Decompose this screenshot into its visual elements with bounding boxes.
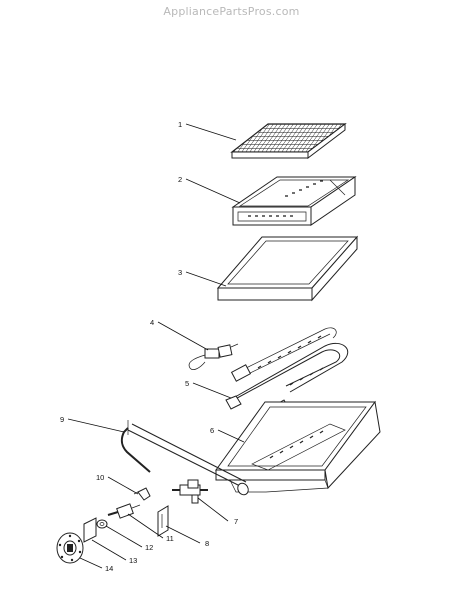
callout-12: 12 <box>145 543 153 552</box>
part-10-elbow <box>133 487 151 501</box>
callout-6: 6 <box>210 426 214 435</box>
part-14-knob <box>56 532 84 564</box>
part-13-plate <box>83 517 97 543</box>
leader-lines <box>67 123 245 569</box>
callout-3: 3 <box>178 268 182 277</box>
callout-1: 1 <box>178 120 182 129</box>
part-7-valve <box>172 479 208 504</box>
callout-5: 5 <box>185 379 189 388</box>
callout-10: 10 <box>96 473 104 482</box>
part-1-grill-grate <box>230 122 347 160</box>
part-4-electrode <box>188 343 239 370</box>
part-11-valve-stem <box>107 503 141 519</box>
callout-2: 2 <box>178 175 182 184</box>
part-6-burner-pan <box>215 400 381 493</box>
callout-9: 9 <box>60 415 64 424</box>
watermark: AppliancePartsPros.com <box>163 5 300 18</box>
callout-7: 7 <box>234 517 238 526</box>
callout-14: 14 <box>105 564 113 573</box>
part-12-washer <box>96 519 108 529</box>
part-3-griddle-plate <box>216 235 359 302</box>
gas-tube <box>127 420 249 496</box>
callout-4: 4 <box>150 318 154 327</box>
part-5-burner <box>225 327 349 413</box>
part-9-hook-rod <box>120 427 151 473</box>
callout-8: 8 <box>205 539 209 548</box>
part-8-bracket <box>157 505 169 537</box>
callout-13: 13 <box>129 556 137 565</box>
callout-11: 11 <box>166 534 174 543</box>
part-2-rock-tray <box>231 176 357 226</box>
